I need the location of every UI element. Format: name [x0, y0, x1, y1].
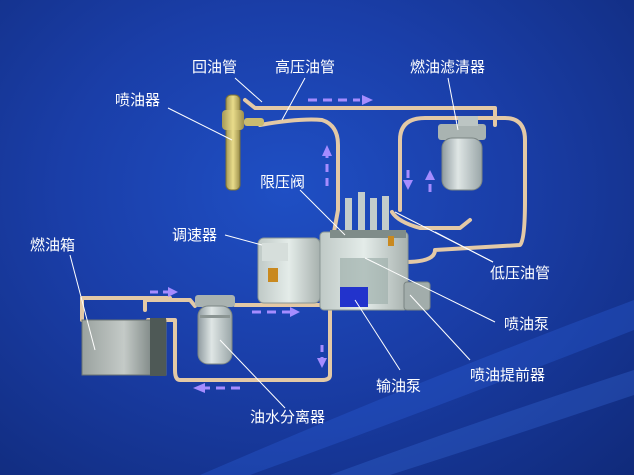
fuel-tank — [81, 318, 167, 376]
fuel-filter — [438, 116, 486, 191]
label-governor: 调速器 — [172, 226, 218, 244]
label-injection-advancer: 喷油提前器 — [470, 366, 546, 384]
leader-lines — [69, 77, 496, 409]
label-injection-pump: 喷油泵 — [504, 315, 550, 333]
flow-arrow-down — [317, 345, 327, 368]
high-pressure-pipe — [258, 117, 340, 234]
injection-pump-assembly — [257, 192, 431, 311]
label-fuel-filter: 燃油滤清器 — [410, 58, 486, 76]
supply-pipe — [143, 298, 197, 312]
label-high-pressure-pipe: 高压油管 — [275, 58, 336, 76]
flow-arrow-tank-out — [150, 287, 178, 297]
label-low-pressure-pipe: 低压油管 — [490, 264, 551, 282]
low-pressure-pipe-right — [398, 116, 527, 264]
flow-arrow-filter-down — [403, 170, 413, 190]
injector — [222, 94, 264, 191]
flow-arrow-filter-up — [425, 170, 435, 192]
flow-arrow-to-pump — [252, 307, 300, 317]
label-pressure-limit-valve: 限压阀 — [260, 173, 306, 191]
pipes — [80, 98, 527, 382]
water-separator — [195, 295, 235, 365]
label-water-separator: 油水分离器 — [250, 408, 326, 426]
low-pressure-pipe-left — [390, 210, 472, 230]
label-injector: 喷油器 — [115, 91, 161, 109]
flow-arrow-bottom — [193, 383, 240, 393]
flow-arrow-top — [308, 95, 373, 105]
label-return-pipe: 回油管 — [192, 58, 238, 76]
feed-pump-body — [340, 287, 368, 307]
label-feed-pump: 输油泵 — [376, 377, 422, 395]
tank-feed — [80, 296, 172, 322]
flow-arrows — [150, 95, 435, 393]
bottom-return-pipe — [146, 298, 332, 382]
label-fuel-tank: 燃油箱 — [30, 236, 76, 254]
flow-arrow-hp-pipe — [322, 145, 332, 186]
